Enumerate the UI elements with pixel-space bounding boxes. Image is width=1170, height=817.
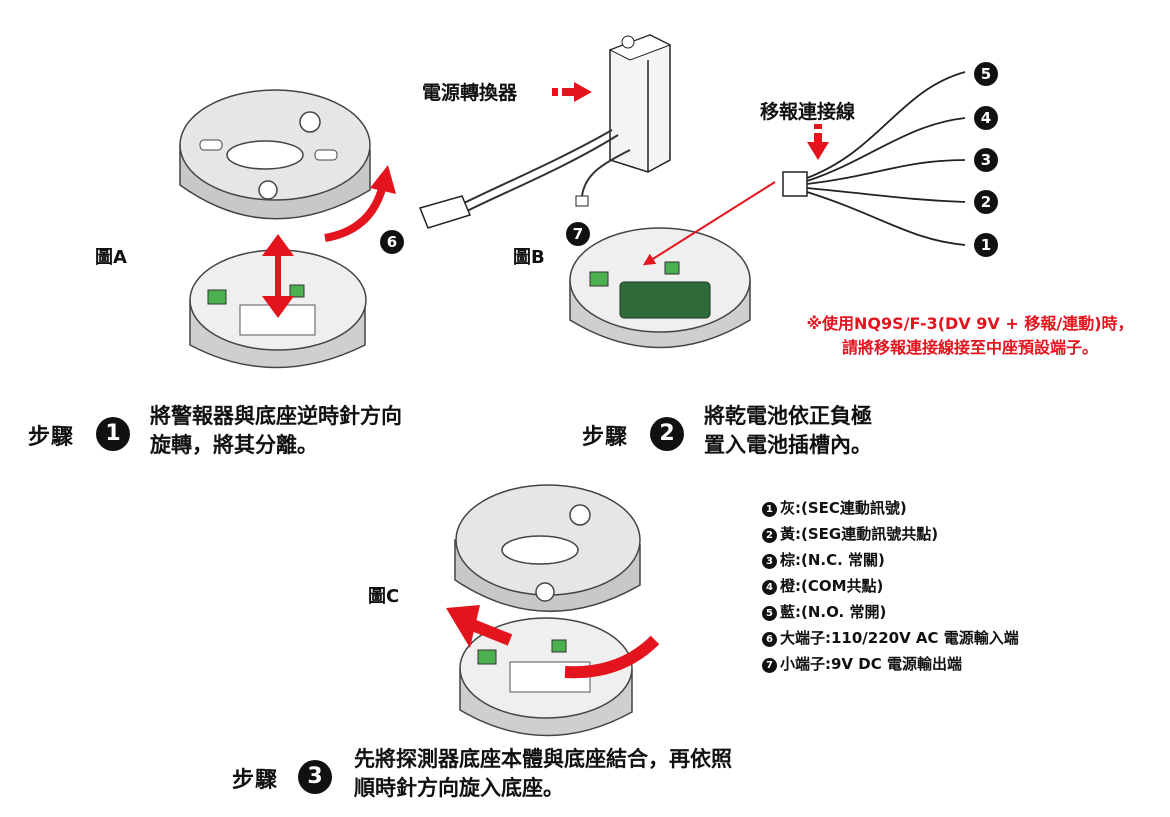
- legend-number: 3: [762, 554, 777, 569]
- fig-c-detector: [454, 484, 641, 613]
- step-1-line1: 將警報器與底座逆時針方向: [150, 404, 402, 428]
- wire-number-2: 2: [974, 190, 998, 214]
- legend-text: 藍:(N.O. 常開): [780, 603, 887, 621]
- converter-arrow: [552, 82, 592, 102]
- step-1-text: 將警報器與底座逆時針方向 旋轉，將其分離。: [150, 402, 470, 460]
- legend-text: 棕:(N.C. 常關): [780, 551, 885, 569]
- step-1-number: 1: [96, 417, 130, 451]
- usage-note-line1: ※使用NQ9S/F-3(DV 9V + 移報/連動)時，: [806, 314, 1134, 333]
- legend-number: 4: [762, 580, 777, 595]
- wire-label-arrow: [807, 124, 829, 160]
- legend-number: 1: [762, 502, 777, 517]
- fig-a-arrows: [262, 165, 396, 318]
- wire-pointer-arrow: [642, 181, 776, 266]
- step-3-text: 先將探測器底座本體與底座結合，再依照 順時針方向旋入底座。: [354, 745, 814, 803]
- step-3-title: 步驟: [232, 768, 279, 793]
- wire-number-3: 3: [974, 148, 998, 172]
- usage-note: ※使用NQ9S/F-3(DV 9V + 移報/連動)時， 請將移報連接線接至中座…: [775, 312, 1165, 360]
- wire-number-5: 5: [974, 62, 998, 86]
- fig-c-rotate-arrow: [446, 605, 660, 679]
- wire-harness: [782, 71, 966, 246]
- figure-a-label: 圖A: [95, 247, 127, 268]
- legend-text: 橙:(COM共點): [780, 577, 884, 595]
- step-1-line2: 旋轉，將其分離。: [150, 433, 318, 457]
- legend-text: 小端子:9V DC 電源輸出端: [780, 655, 962, 673]
- step-3-line2: 順時針方向旋入底座。: [354, 776, 564, 800]
- terminal-number-7: 7: [566, 222, 590, 246]
- figure-b-label: 圖B: [513, 247, 545, 268]
- power-converter: [418, 34, 672, 229]
- step-1-title: 步驟: [28, 425, 75, 450]
- fig-a-detector: [179, 89, 371, 220]
- step-2-line1: 將乾電池依正負極: [704, 404, 872, 428]
- legend-text: 黃:(SEG連動訊號共點): [780, 525, 939, 543]
- step-2-title: 步驟: [582, 425, 629, 450]
- figure-c-label: 圖C: [368, 586, 400, 607]
- legend-number: 2: [762, 528, 777, 543]
- wire-callout: 移報連接線: [760, 101, 856, 123]
- step-3-number: 3: [298, 760, 332, 794]
- converter-callout: 電源轉換器: [422, 82, 518, 104]
- wire-number-4: 4: [974, 106, 998, 130]
- step-3-line1: 先將探測器底座本體與底座結合，再依照: [354, 747, 732, 771]
- fig-b-base: [569, 227, 751, 349]
- legend-number: 7: [762, 658, 777, 673]
- step-2-number: 2: [650, 417, 684, 451]
- legend-text: 灰:(SEC連動訊號): [780, 499, 907, 517]
- legend-number: 6: [762, 632, 777, 647]
- terminal-number-6: 6: [380, 230, 404, 254]
- step-2-text: 將乾電池依正負極 置入電池插槽內。: [704, 402, 964, 460]
- usage-note-line2: 請將移報連接線接至中座預設端子。: [841, 338, 1098, 357]
- legend-number: 5: [762, 606, 777, 621]
- wire-number-1: 1: [974, 233, 998, 257]
- legend-text: 大端子:110/220V AC 電源輸入端: [780, 629, 1019, 647]
- step-2-line2: 置入電池插槽內。: [704, 433, 872, 457]
